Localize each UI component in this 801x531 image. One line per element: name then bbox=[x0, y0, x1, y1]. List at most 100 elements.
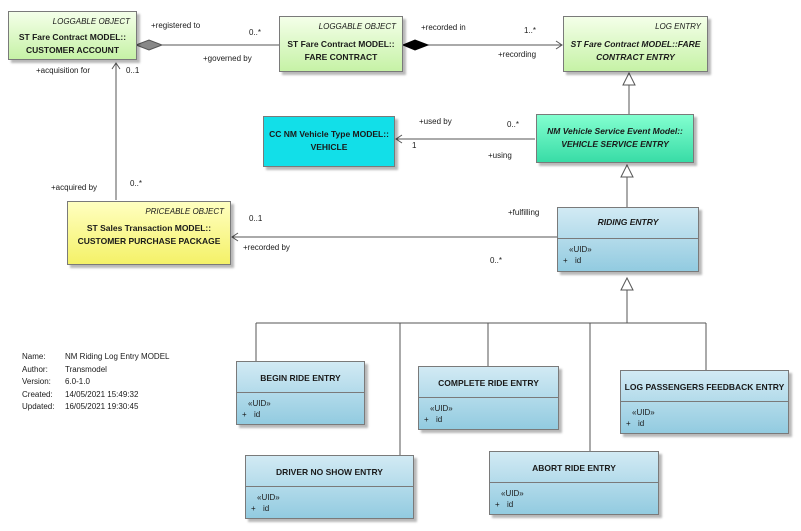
meta-key: Name: bbox=[22, 352, 46, 361]
multiplicity-label: 0..1 bbox=[126, 66, 140, 75]
abort-ride-entry-class[interactable]: ABORT RIDE ENTRY «UID» +id bbox=[489, 451, 659, 515]
fare-contract-class[interactable]: LOGGABLE OBJECT ST Fare Contract MODEL::… bbox=[279, 16, 403, 72]
class-name: ST Fare Contract MODEL:: CUSTOMER ACCOUN… bbox=[18, 32, 127, 55]
role-label-registered-to: +registered to bbox=[151, 21, 201, 30]
class-name: DRIVER NO SHOW ENTRY bbox=[276, 467, 383, 477]
customer-account-class[interactable]: LOGGABLE OBJECT ST Fare Contract MODEL::… bbox=[8, 11, 137, 60]
class-name: COMPLETE RIDE ENTRY bbox=[438, 378, 539, 388]
uid-stereotype: «UID» bbox=[257, 493, 280, 502]
compartment-divider bbox=[237, 392, 364, 393]
meta-key: Version: bbox=[22, 377, 51, 386]
attribute-row: + id bbox=[246, 503, 413, 514]
attribute-row: + id bbox=[490, 499, 658, 510]
compartment-divider bbox=[558, 238, 698, 239]
multiplicity-label: 0..* bbox=[507, 120, 520, 129]
class-name: ST Fare Contract MODEL::FARE CONTRACT EN… bbox=[570, 39, 701, 62]
uid-stereotype: «UID» bbox=[569, 245, 592, 254]
stereotype-label: LOG ENTRY bbox=[655, 22, 701, 31]
compartment-divider bbox=[490, 482, 658, 483]
stereotype-label: PRICEABLE OBJECT bbox=[145, 207, 224, 216]
vehicle-class[interactable]: CC NM Vehicle Type MODEL:: VEHICLE bbox=[263, 116, 395, 167]
attribute-list: «UID» + id bbox=[419, 403, 558, 425]
customer-purchase-package-class[interactable]: PRICEABLE OBJECT ST Sales Transaction MO… bbox=[67, 201, 231, 265]
visibility-marker: + bbox=[563, 256, 568, 265]
uid-stereotype: «UID» bbox=[632, 408, 655, 417]
visibility-marker: + bbox=[626, 419, 631, 428]
complete-ride-entry-class[interactable]: COMPLETE RIDE ENTRY «UID» + id bbox=[418, 366, 559, 430]
meta-value: 14/05/2021 15:49:32 bbox=[65, 389, 139, 399]
multiplicity-label: 1 bbox=[412, 141, 417, 150]
gen-triangle bbox=[620, 276, 634, 291]
vehicle-service-entry-class[interactable]: NM Vehicle Service Event Model:: VEHICLE… bbox=[536, 114, 694, 163]
multiplicity-label: 0..* bbox=[249, 28, 262, 37]
composition-diamond bbox=[401, 39, 430, 51]
arrowhead-open bbox=[395, 134, 403, 144]
meta-row-version: Version: 6.0-1.0 bbox=[22, 376, 169, 389]
meta-row-created: Created: 14/05/2021 15:49:32 bbox=[22, 389, 169, 402]
attribute-name: id bbox=[507, 500, 514, 509]
role-label-recording: +recording bbox=[498, 50, 537, 59]
attribute-list: «UID» + id bbox=[490, 488, 658, 510]
class-name: BEGIN RIDE ENTRY bbox=[260, 373, 341, 383]
class-name: NM Vehicle Service Event Model:: VEHICLE… bbox=[547, 126, 683, 149]
role-label-fulfilling: +fulfilling bbox=[508, 208, 540, 217]
attribute-row: + id bbox=[419, 414, 558, 425]
compartment-divider bbox=[246, 486, 413, 487]
uid-stereotype: «UID» bbox=[501, 489, 524, 498]
attribute-list: «UID» + id bbox=[246, 492, 413, 514]
visibility-marker: + bbox=[424, 415, 429, 424]
meta-key: Created: bbox=[22, 389, 53, 399]
visibility-marker: + bbox=[495, 500, 500, 509]
meta-row-author: Author: Transmodel bbox=[22, 364, 169, 377]
multiplicity-label: 0..* bbox=[490, 256, 503, 265]
class-name: LOG PASSENGERS FEEDBACK ENTRY bbox=[624, 382, 785, 392]
attribute-row: + id bbox=[237, 409, 364, 420]
meta-value: Transmodel bbox=[65, 364, 107, 374]
class-name: RIDING ENTRY bbox=[597, 217, 659, 227]
driver-no-show-entry-class[interactable]: DRIVER NO SHOW ENTRY «UID» + id bbox=[245, 455, 414, 519]
meta-key: Author: bbox=[22, 364, 48, 374]
class-name: ST Fare Contract MODEL:: FARE CONTRACT bbox=[287, 39, 395, 62]
visibility-marker: + bbox=[242, 410, 247, 419]
visibility-marker: + bbox=[251, 504, 256, 513]
gen-triangle bbox=[620, 163, 634, 178]
uid-stereotype: «UID» bbox=[248, 399, 271, 408]
arrowhead-open bbox=[555, 40, 563, 50]
attribute-list: «UID» + id bbox=[237, 398, 364, 420]
meta-row-updated: Updated: 16/05/2021 19:30:45 bbox=[22, 401, 169, 414]
attribute-name: id bbox=[254, 410, 261, 419]
attribute-name: id bbox=[263, 504, 270, 513]
arrowhead-open bbox=[111, 62, 121, 70]
stereotype-label: LOGGABLE OBJECT bbox=[52, 17, 130, 26]
meta-value: 6.0-1.0 bbox=[65, 377, 90, 386]
arrowhead-open bbox=[231, 232, 239, 242]
role-label-recorded-in: +recorded in bbox=[421, 23, 466, 32]
role-label-acquired-by: +acquired by bbox=[51, 183, 98, 192]
multiplicity-label: 0..1 bbox=[249, 214, 263, 223]
riding-entry-class[interactable]: RIDING ENTRY «UID» +id bbox=[557, 207, 699, 272]
class-name: ST Sales Transaction MODEL:: CUSTOMER PU… bbox=[77, 223, 221, 246]
stereotype-label: LOGGABLE OBJECT bbox=[318, 22, 396, 31]
meta-row-name: Name:NM Riding Log Entry MODEL bbox=[22, 351, 169, 364]
attribute-row: +id bbox=[558, 255, 698, 266]
multiplicity-label: 1..* bbox=[524, 26, 537, 35]
log-passengers-feedback-entry-class[interactable]: LOG PASSENGERS FEEDBACK ENTRY «UID» + id bbox=[620, 370, 789, 434]
diagram-metadata: Name:NM Riding Log Entry MODEL Author: Tr… bbox=[22, 351, 169, 414]
attribute-name: id bbox=[638, 419, 645, 428]
gen-triangle bbox=[622, 71, 636, 86]
class-name: CC NM Vehicle Type MODEL:: VEHICLE bbox=[269, 129, 389, 152]
attribute-row: + id bbox=[621, 418, 788, 429]
attribute-list: «UID» +id bbox=[558, 244, 698, 266]
compartment-divider bbox=[419, 397, 558, 398]
attribute-name: id bbox=[436, 415, 443, 424]
role-label-used-by: +used by bbox=[419, 117, 452, 126]
aggregation-diamond bbox=[134, 39, 164, 51]
compartment-divider bbox=[621, 401, 788, 402]
meta-value: 16/05/2021 19:30:45 bbox=[65, 402, 139, 411]
meta-key: Updated: bbox=[22, 402, 55, 411]
attribute-list: «UID» + id bbox=[621, 407, 788, 429]
fare-contract-entry-class[interactable]: LOG ENTRY ST Fare Contract MODEL::FARE C… bbox=[563, 16, 708, 72]
uid-stereotype: «UID» bbox=[430, 404, 453, 413]
begin-ride-entry-class[interactable]: BEGIN RIDE ENTRY «UID» + id bbox=[236, 361, 365, 425]
